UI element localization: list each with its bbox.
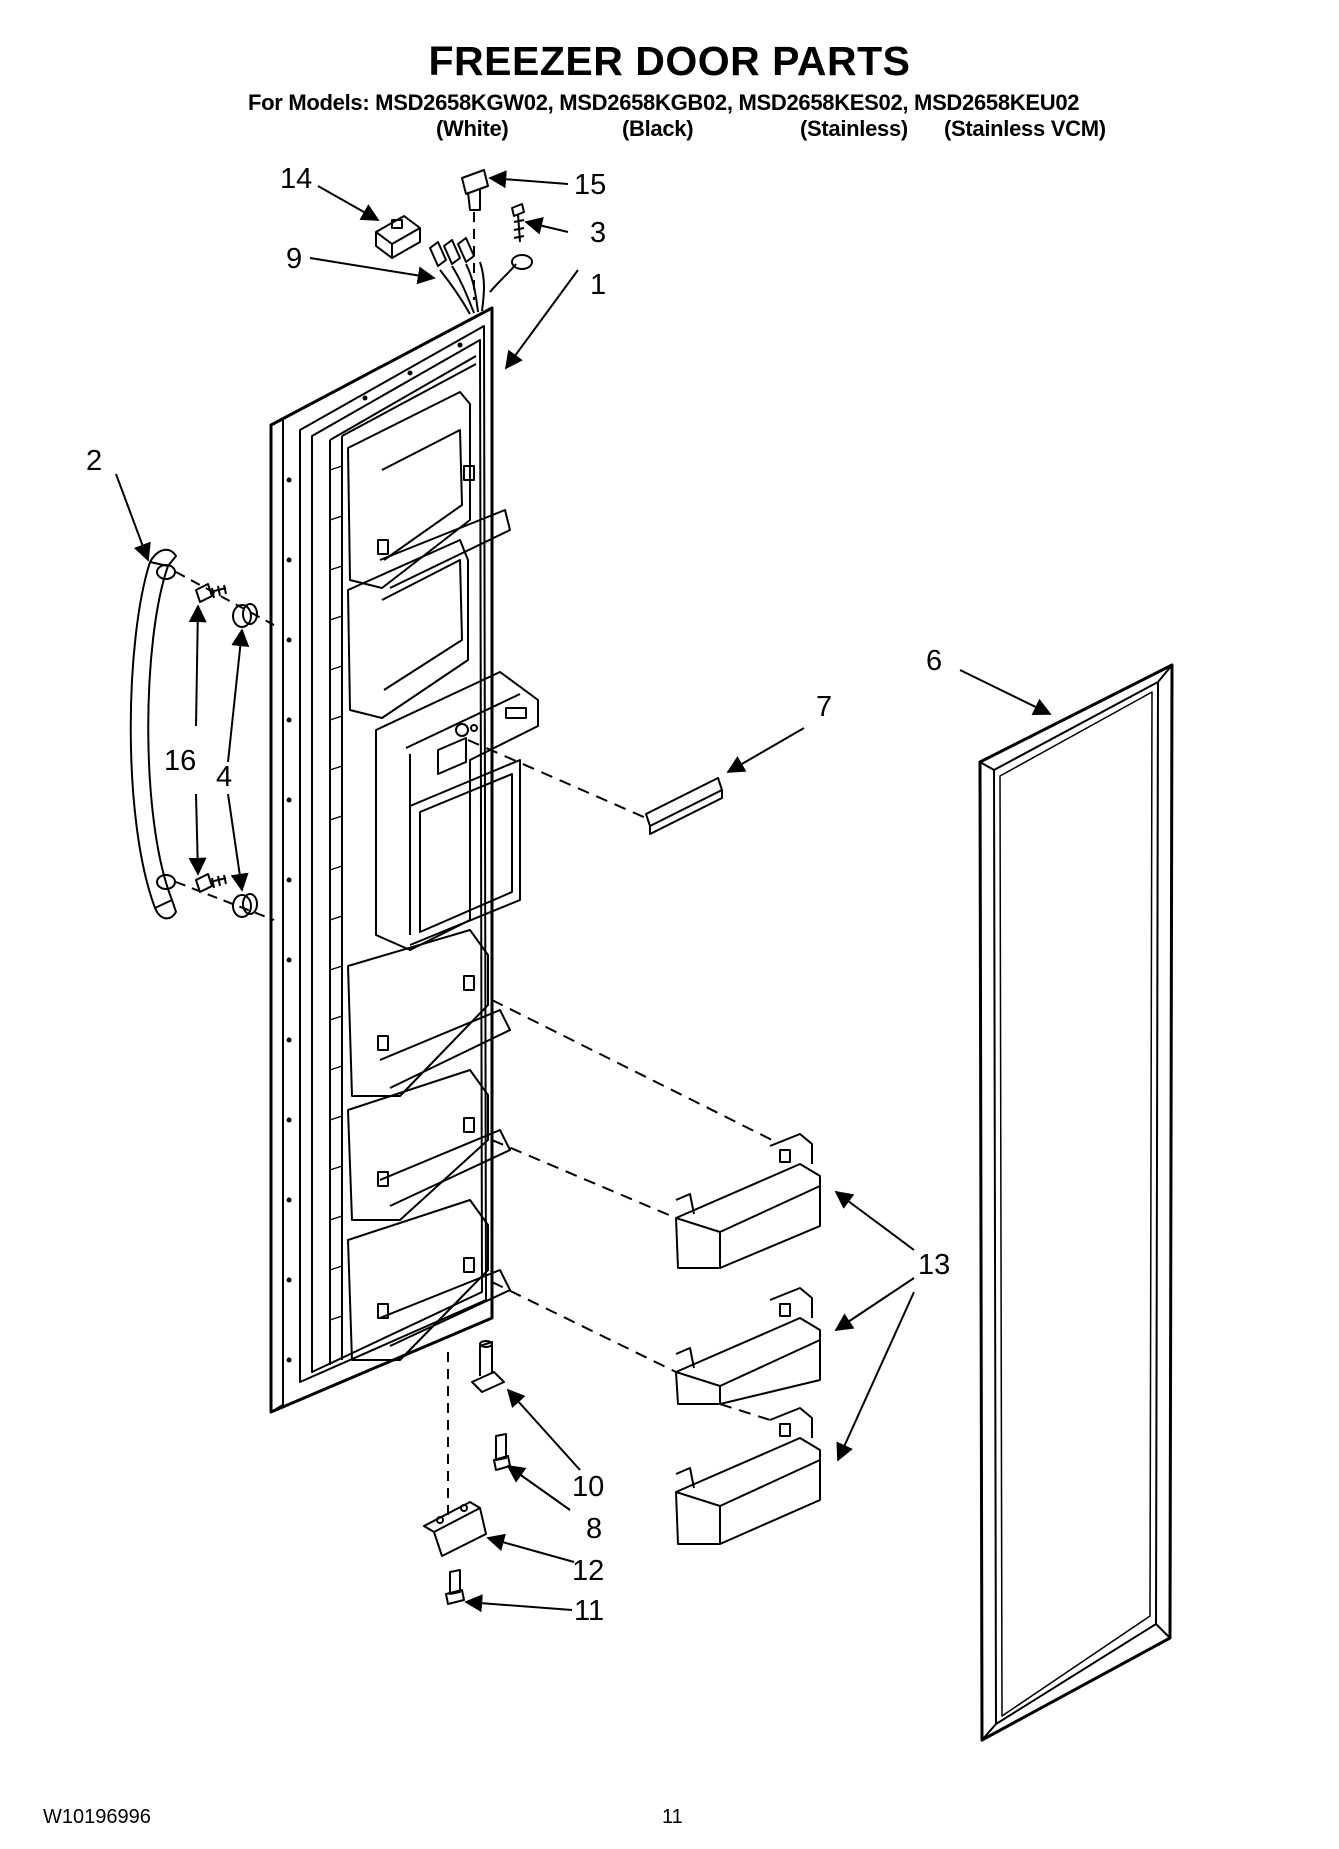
callout-16: 16 (164, 745, 196, 777)
callout-9: 9 (286, 243, 302, 275)
strip-part-7 (467, 739, 723, 835)
callout-6: 6 (926, 645, 942, 677)
door-bin-upper (491, 999, 821, 1269)
hinge-pin-part-10 (471, 1340, 505, 1393)
plug-part-15 (461, 169, 489, 300)
variant-black: (Black) (622, 116, 694, 141)
callout-1: 1 (590, 269, 606, 301)
connector-part-14 (375, 215, 421, 259)
door-bin-middle (491, 1281, 821, 1421)
screw-part-8 (493, 1433, 511, 1471)
leader-arrows (115, 170, 1052, 1613)
callout-10: 10 (572, 1471, 604, 1503)
callout-3: 3 (590, 217, 606, 249)
door-bin-lower (675, 1407, 821, 1545)
screw-part-11 (445, 1352, 465, 1605)
page-title: FREEZER DOOR PARTS (428, 38, 911, 84)
page-number: 11 (662, 1806, 683, 1828)
variant-stainless: (Stainless) (800, 116, 908, 141)
door-assembly (269, 261, 539, 1414)
harness-connectors-part-9 (429, 237, 475, 267)
variant-stainless-vcm: (Stainless VCM) (944, 116, 1106, 141)
callout-11: 11 (574, 1595, 604, 1627)
models-line: For Models: MSD2658KGW02, MSD2658KGB02, … (248, 90, 1080, 115)
variant-white: (White) (436, 116, 509, 141)
callout-2: 2 (86, 445, 102, 477)
callout-12: 12 (572, 1555, 604, 1587)
callout-4: 4 (216, 761, 232, 793)
mounting-bushings-part-4 (175, 571, 275, 921)
hinge-bracket-part-12 (423, 1501, 487, 1557)
handle-part-2 (129, 548, 177, 920)
callout-13: 13 (918, 1249, 950, 1281)
handle-screws-part-16 (195, 583, 227, 893)
document-number: W10196996 (43, 1806, 151, 1828)
ground-wire-screw-part-3 (489, 203, 533, 293)
callout-14: 14 (280, 163, 312, 195)
door-gasket-part-6 (978, 663, 1174, 1742)
callout-8: 8 (586, 1513, 602, 1545)
callout-15: 15 (574, 169, 606, 201)
callout-7: 7 (816, 691, 832, 723)
